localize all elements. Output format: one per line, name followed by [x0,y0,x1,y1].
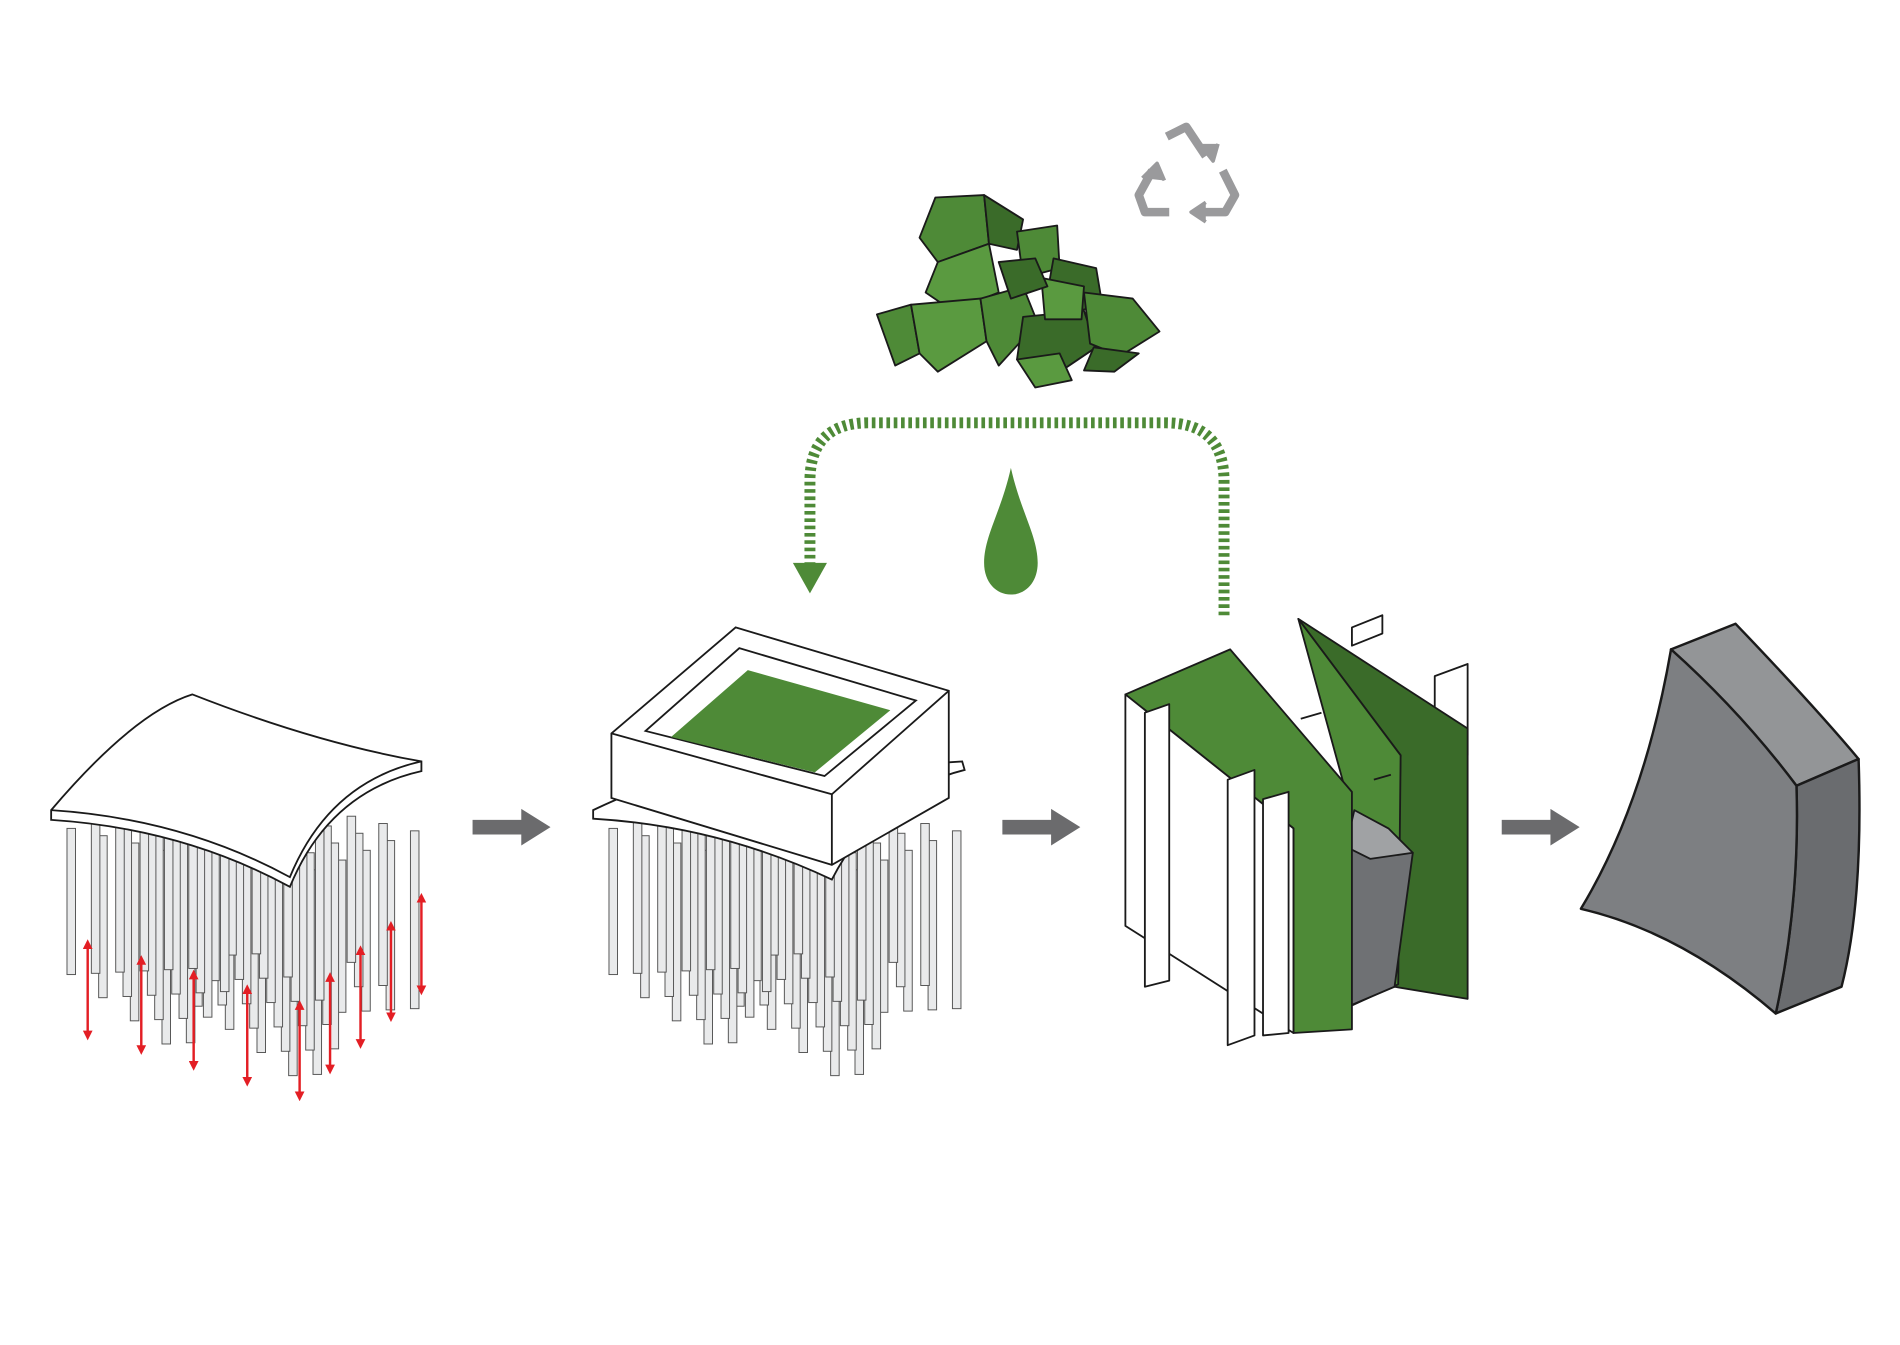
process-arrow [472,808,551,846]
piles-group [608,779,962,1077]
step-pile-foundation [50,693,427,1102]
pile [90,818,101,974]
pile [608,827,618,976]
pile [920,823,930,986]
pile [115,808,125,973]
recycle-icon [1134,122,1240,224]
green-aggregate-rocks [876,194,1161,389]
step-curved-block [1579,622,1861,1015]
dashed-return-arrow [792,417,1230,616]
load-arrows [82,892,427,1102]
pile [409,830,420,1010]
pile [346,815,357,963]
step-formwork [1124,614,1469,1047]
green-drop-icon [984,467,1038,595]
process-arrow [1002,808,1081,846]
process-arrow [1501,808,1580,846]
green-fill [671,670,891,773]
pile [632,818,643,974]
pile [378,823,388,986]
arrow-head-icon [792,562,827,594]
step-mold [592,626,966,1077]
pile [888,815,899,963]
pile [951,830,962,1010]
curved-slab [50,693,423,889]
pile [657,808,667,973]
pile [66,827,76,976]
